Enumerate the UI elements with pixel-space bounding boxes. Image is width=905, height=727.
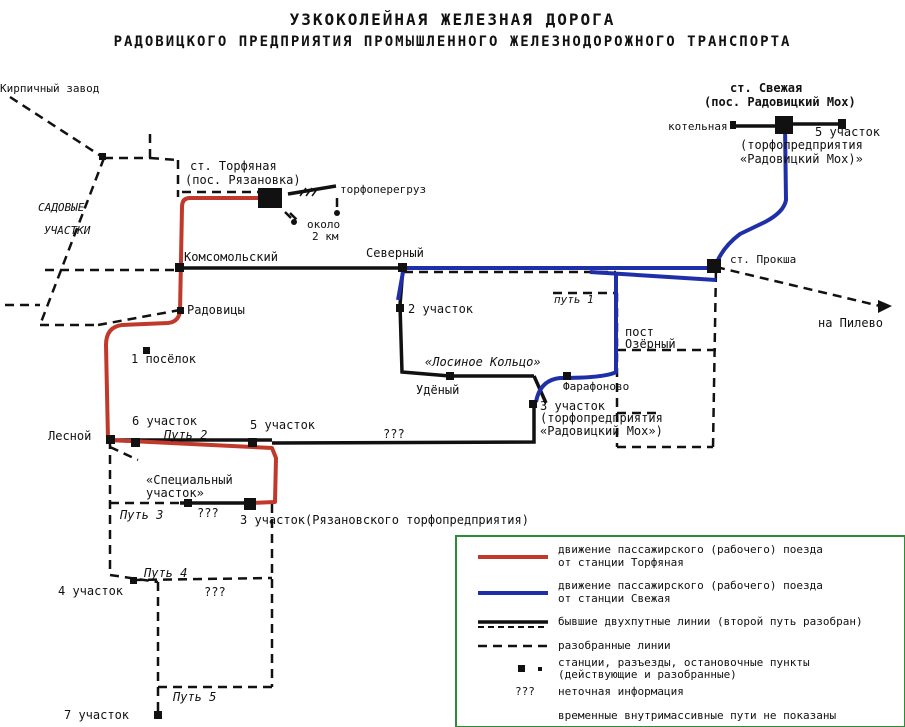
legend-dashed-text: разобранные линии <box>558 639 671 652</box>
station-uch5-marker <box>248 438 257 447</box>
pilevo-arrow-icon <box>878 300 892 313</box>
station-uch7-marker <box>154 711 162 719</box>
label-uch5-svezh-2: (торфопредприятия <box>740 138 863 152</box>
legend-blue-1: движение пассажирского (рабочего) поезда <box>558 579 823 592</box>
label-farafonovo: Фарафоново <box>563 380 629 393</box>
legend-black-text: бывшие двухпутные линии (второй путь раз… <box>558 615 863 628</box>
label-poselok: 1 посёлок <box>131 352 197 366</box>
station-markers <box>99 116 846 719</box>
label-put5: Путь 5 <box>172 690 216 704</box>
station-farafonovo-marker <box>563 372 571 380</box>
legend-note: временные внутримассивные пути не показа… <box>558 709 837 722</box>
label-torfyanaya-1: ст. Торфяная <box>190 159 277 173</box>
label-spec-2: участок» <box>146 486 204 500</box>
station-uch3-marker <box>529 400 537 408</box>
label-put3: Путь 3 <box>119 508 163 522</box>
label-radovitsy: Радовицы <box>187 303 245 317</box>
label-sadovye-2: УЧАСТКИ <box>44 224 91 237</box>
label-q3: ??? <box>204 585 226 599</box>
label-uch5: 5 участок <box>250 418 316 432</box>
station-svezhaya-marker <box>775 116 793 134</box>
blue-passenger-route <box>396 124 788 403</box>
label-losinoe: «Лосиное Кольцо» <box>425 355 541 369</box>
label-udeny: Удёный <box>416 383 459 397</box>
label-kirpichny: Кирпичный завод <box>0 82 100 95</box>
station-udeny-marker <box>446 372 454 380</box>
label-uch5-svezh-1: 5 участок <box>815 125 881 139</box>
okolo-marker-a <box>291 219 297 225</box>
legend-qtext: неточная информация <box>558 685 684 698</box>
legend-stations-2: (действующие и разобранные) <box>558 668 737 681</box>
station-komsomolsky-marker <box>175 263 184 272</box>
label-q2: ??? <box>197 506 219 520</box>
label-put2: Путь 2 <box>163 428 207 442</box>
label-post-2: Озёрный <box>625 337 676 351</box>
label-komsomolsky: Комсомольский <box>184 250 278 264</box>
label-uch2: 2 участок <box>408 302 474 316</box>
legend-box <box>455 535 905 727</box>
label-kotelnaya: котельная <box>668 120 728 133</box>
kotelnaya-marker <box>730 121 736 129</box>
label-torfoperegruz: торфоперегруз <box>340 183 426 196</box>
label-uch3-3: «Радовицкий Мох») <box>540 424 663 438</box>
station-proksha-marker <box>707 259 721 273</box>
label-uch5-svezh-3: «Радовицкий Мох)» <box>740 152 863 166</box>
uch5-svezh-marker <box>838 119 846 129</box>
legend-stations-1: станции, разъезды, остановочные пункты <box>558 656 810 669</box>
station-lesnoy-marker <box>106 435 115 444</box>
map-title-line1: УЗКОКОЛЕЙНАЯ ЖЕЛЕЗНАЯ ДОРОГА <box>289 10 616 29</box>
label-uch3-1: 3 участок <box>540 399 606 413</box>
station-uch3-ryaz-marker <box>244 498 256 510</box>
label-pilevo: на Пилево <box>818 316 883 330</box>
station-spec-marker <box>184 499 192 507</box>
legend-station-swatch-a <box>518 665 525 672</box>
label-lesnoy: Лесной <box>48 429 91 443</box>
label-q1: ??? <box>383 427 405 441</box>
label-uch7: 7 участок <box>64 708 130 722</box>
legend-qmark: ??? <box>515 685 535 698</box>
label-uch3-2: (торфопредприятия <box>540 411 663 425</box>
station-poselok-marker <box>143 347 150 354</box>
okolo-marker-b <box>334 210 340 216</box>
torfoperegruz-hatch-icon <box>299 187 319 197</box>
label-sadovye-1: САДОВЫЕ <box>38 201 85 214</box>
label-post-1: пост <box>625 325 654 339</box>
station-severny-marker <box>398 263 407 272</box>
legend: движение пассажирского (рабочего) поезда… <box>455 535 905 727</box>
legend-red-1: движение пассажирского (рабочего) поезда <box>558 543 823 556</box>
label-svezhaya-2: (пос. Радовицкий Мох) <box>704 95 856 109</box>
station-torfyanaya-marker <box>258 188 282 208</box>
legend-red-2: от станции Торфяная <box>558 556 684 569</box>
label-uch4: 4 участок <box>58 584 124 598</box>
label-spec-1: «Специальный <box>146 473 233 487</box>
junction-marker <box>99 153 106 160</box>
label-put4: Путь 4 <box>143 566 187 580</box>
legend-station-swatch-b <box>538 667 542 671</box>
legend-blue-2: от станции Свежая <box>558 592 671 605</box>
map-title-line2: РАДОВИЦКОГО ПРЕДПРИЯТИЯ ПРОМЫШЛЕННОГО ЖЕ… <box>113 34 792 50</box>
label-proksha: ст. Прокша <box>730 253 796 266</box>
label-uch6: 6 участок <box>132 414 198 428</box>
label-okolo-2: 2 км <box>312 230 339 243</box>
label-uch3-ryaz: 3 участок(Рязановского торфопредприятия) <box>240 513 529 527</box>
station-radovitsy-marker <box>177 307 184 314</box>
label-okolo-1: около <box>307 218 340 231</box>
map-labels: Кирпичный завод САДОВЫЕ УЧАСТКИ ст. Торф… <box>0 81 883 722</box>
label-put1: путь 1 <box>554 293 594 306</box>
station-uch6-marker <box>131 438 140 447</box>
red-passenger-route <box>104 196 278 505</box>
station-uch2-marker <box>396 304 404 312</box>
label-svezhaya-1: ст. Свежая <box>730 81 802 95</box>
label-torfyanaya-2: (пос. Рязановка) <box>185 173 301 187</box>
station-uch4-marker <box>130 577 137 584</box>
label-severny: Северный <box>366 246 424 260</box>
